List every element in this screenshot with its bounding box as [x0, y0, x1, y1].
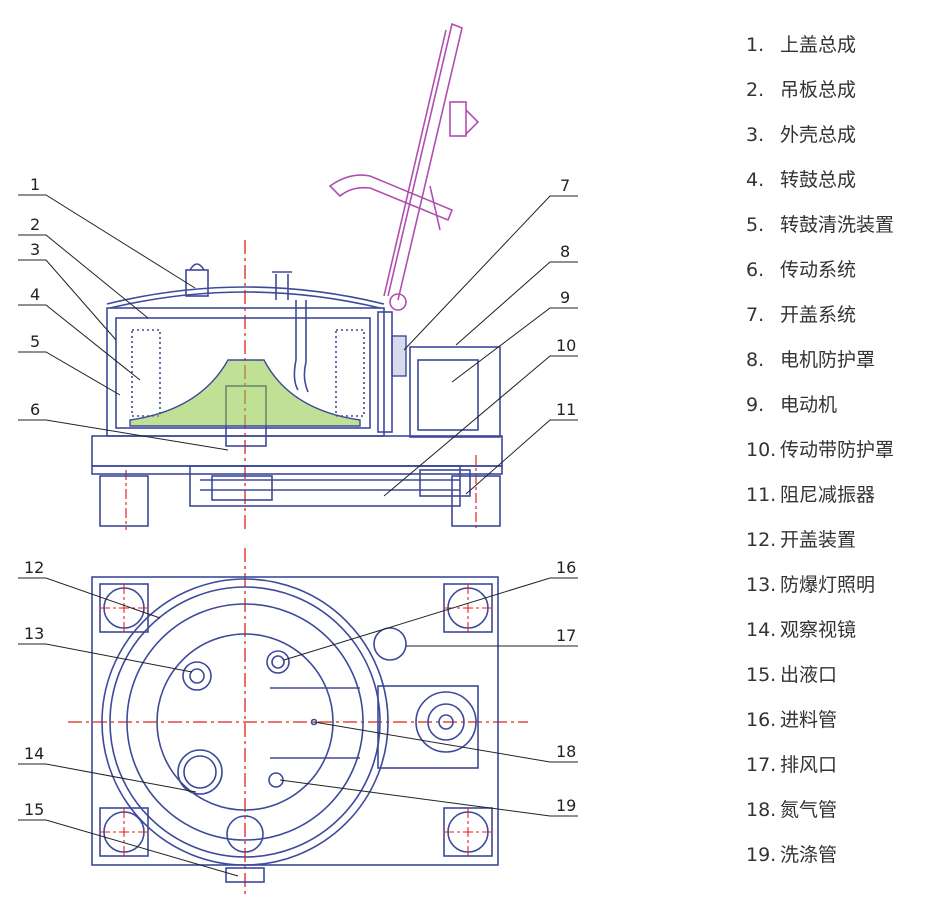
callout-14: 14	[24, 744, 44, 763]
legend-label: 转鼓总成	[780, 169, 857, 191]
plan-view	[68, 548, 528, 894]
legend-item: 3. 外壳总成	[746, 120, 946, 165]
legend-label: 吊板总成	[780, 79, 857, 101]
legend-number: 17.	[746, 754, 777, 776]
legend-label: 防爆灯照明	[780, 574, 876, 596]
callout-18: 18	[556, 742, 576, 761]
legend-label: 开盖系统	[780, 304, 857, 326]
legend-label: 外壳总成	[780, 124, 857, 146]
legend-number: 18.	[746, 799, 777, 821]
callout-17: 17	[556, 626, 576, 645]
legend-label: 排风口	[780, 754, 838, 776]
legend-item: 9. 电动机	[746, 390, 946, 435]
legend-item: 12.开盖装置	[746, 525, 946, 570]
callout-8: 8	[560, 242, 570, 261]
legend-number: 10.	[746, 439, 777, 461]
legend-label: 出液口	[780, 664, 838, 686]
legend-number: 8.	[746, 349, 765, 371]
legend-number: 9.	[746, 394, 765, 416]
legend-label: 电动机	[780, 394, 838, 416]
callout-3: 3	[30, 240, 40, 259]
callout-2: 2	[30, 215, 40, 234]
callout-19: 19	[556, 796, 576, 815]
legend-item: 8. 电机防护罩	[746, 345, 946, 390]
legend-item: 2. 吊板总成	[746, 75, 946, 120]
legend-number: 3.	[746, 124, 765, 146]
legend-number: 19.	[746, 844, 777, 866]
legend-label: 洗涤管	[780, 844, 838, 866]
legend-number: 4.	[746, 169, 765, 191]
centerline-extensions	[100, 584, 492, 856]
legend-item: 15.出液口	[746, 660, 946, 705]
legend-item: 7. 开盖系统	[746, 300, 946, 345]
legend-label: 电机防护罩	[780, 349, 876, 371]
callout-12: 12	[24, 558, 44, 577]
legend-item: 10.传动带防护罩	[746, 435, 946, 480]
callout-11: 11	[556, 400, 576, 419]
legend-number: 2.	[746, 79, 765, 101]
callout-4: 4	[30, 285, 40, 304]
legend-number: 7.	[746, 304, 765, 326]
callout-16: 16	[556, 558, 576, 577]
legend-label: 观察视镜	[780, 619, 857, 641]
legend-item: 19.洗涤管	[746, 840, 946, 885]
legend-item: 17.排风口	[746, 750, 946, 795]
callout-5: 5	[30, 332, 40, 351]
legend-label: 转鼓清洗装置	[780, 214, 895, 236]
legend-number: 5.	[746, 214, 765, 236]
legend-item: 1. 上盖总成	[746, 30, 946, 75]
callout-13: 13	[24, 624, 44, 643]
legend-label: 开盖装置	[780, 529, 857, 551]
callout-7: 7	[560, 176, 570, 195]
legend-label: 上盖总成	[780, 34, 857, 56]
legend-item: 6. 传动系统	[746, 255, 946, 300]
legend-number: 16.	[746, 709, 777, 731]
legend-label: 传动系统	[780, 259, 857, 281]
callout-15: 15	[24, 800, 44, 819]
callout-1: 1	[30, 175, 40, 194]
legend-item: 16.进料管	[746, 705, 946, 750]
legend-number: 13.	[746, 574, 777, 596]
lid-cylinder	[391, 335, 407, 377]
side-view	[91, 240, 503, 530]
legend-number: 6.	[746, 259, 765, 281]
callout-6: 6	[30, 400, 40, 419]
legend-item: 5. 转鼓清洗装置	[746, 210, 946, 255]
legend-label: 阻尼减振器	[780, 484, 876, 506]
callout-10: 10	[556, 336, 576, 355]
legend-item: 11.阻尼减振器	[746, 480, 946, 525]
legend-number: 14.	[746, 619, 777, 641]
parts-legend: 1. 上盖总成 2. 吊板总成 3. 外壳总成 4. 转鼓总成 5. 转鼓清洗装置 6. 传…	[746, 30, 946, 885]
legend-item: 13.防爆灯照明	[746, 570, 946, 615]
legend-label: 进料管	[780, 709, 838, 731]
legend-item: 14.观察视镜	[746, 615, 946, 660]
basket-cone	[129, 359, 361, 427]
open-lid	[328, 22, 480, 311]
legend-number: 11.	[746, 484, 777, 506]
legend-item: 4. 转鼓总成	[746, 165, 946, 210]
legend-number: 1.	[746, 34, 765, 56]
legend-label: 传动带防护罩	[780, 439, 895, 461]
legend-number: 12.	[746, 529, 777, 551]
legend-label: 氮气管	[780, 799, 838, 821]
leader-lines	[18, 194, 578, 877]
legend-number: 15.	[746, 664, 777, 686]
callout-9: 9	[560, 288, 570, 307]
legend-item: 18.氮气管	[746, 795, 946, 840]
